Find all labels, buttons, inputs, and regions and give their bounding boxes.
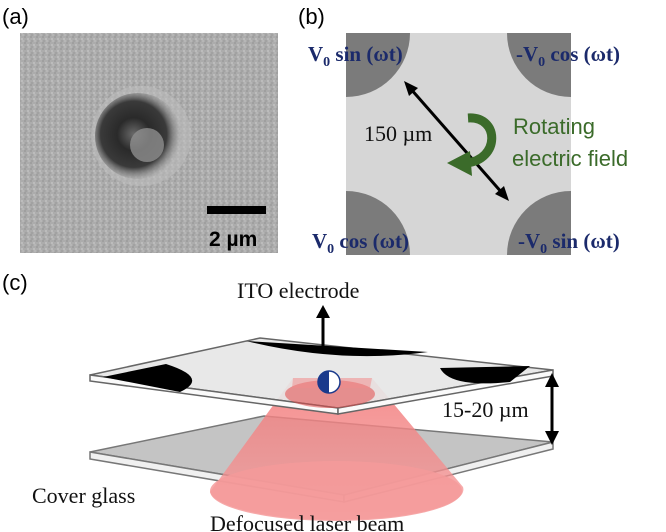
electrode-bottom-right [507, 191, 571, 255]
particle-center [130, 128, 164, 162]
field-label-line1: Rotating [513, 114, 595, 139]
distance-arrow-head-top [404, 81, 418, 96]
laser-label: Defocused laser beam [210, 511, 404, 532]
electrode-right [440, 366, 530, 384]
voltage-bottom-right: -V0 sin (ωt) [518, 229, 620, 257]
rotation-arrow-head [447, 151, 472, 176]
panel-a: (a) 2 µm [2, 4, 278, 253]
distance-label: 150 µm [364, 121, 432, 146]
voltage-top-right: -V0 cos (ωt) [516, 42, 620, 70]
electrode-top [246, 341, 428, 357]
distance-arrow-head-bottom [495, 186, 509, 201]
panel-b: (b) V0 sin (ωt) -V0 cos (ωt) V0 cos (ωt)… [298, 4, 628, 257]
panel-c: (c) [2, 270, 559, 532]
janus-particle [317, 370, 341, 394]
gap-label: 15-20 µm [442, 397, 529, 422]
ito-arrow-head [316, 305, 330, 318]
electrode-top-left [346, 33, 410, 97]
scale-bar-label: 2 µm [209, 228, 257, 251]
panel-a-label: (a) [2, 4, 29, 29]
distance-arrow [408, 87, 505, 195]
panel-c-label: (c) [2, 270, 28, 295]
electrode-bottom-left [346, 191, 410, 255]
electrode-top-right [507, 33, 571, 97]
field-label-line2: electric field [512, 146, 628, 171]
voltage-bottom-left: V0 cos (ωt) [312, 229, 409, 257]
ito-label: ITO electrode [237, 278, 359, 303]
rotation-arrow [465, 113, 497, 168]
panel-b-label: (b) [298, 4, 325, 29]
scale-bar [207, 206, 266, 214]
cover-glass-label: Cover glass [32, 483, 135, 508]
laser-beam [210, 378, 464, 521]
voltage-top-left: V0 sin (ωt) [308, 42, 403, 70]
electrode-left [103, 364, 193, 392]
